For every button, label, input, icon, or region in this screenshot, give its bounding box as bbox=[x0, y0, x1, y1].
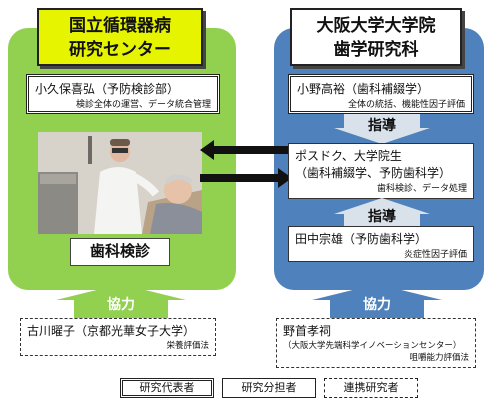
cooperation-label-right: 協力 bbox=[363, 297, 391, 313]
left-lead-box: 小久保喜弘（予防検診部） 検診全体の運営、データ統合管理 bbox=[26, 74, 220, 114]
member-name: 田中宗雄（予防歯科学） bbox=[295, 232, 428, 246]
dental-exam-illustration bbox=[38, 132, 202, 234]
right-collaborator-name: 野首孝祠 bbox=[283, 324, 332, 338]
member-box: 田中宗雄（予防歯科学） 炎症性因子評価 bbox=[288, 226, 474, 262]
dental-exam-photo bbox=[38, 132, 202, 234]
left-title-line1: 国立循環器病 bbox=[69, 16, 171, 36]
guidance-label-1: 指導 bbox=[368, 118, 396, 134]
cooperation-arrow-right bbox=[312, 284, 442, 318]
member-role: 炎症性因子評価 bbox=[403, 250, 467, 260]
right-title-line2: 歯学研究科 bbox=[333, 40, 419, 60]
right-lead-box: 小野高裕（歯科補綴学） 全体の統括、機能性因子評価 bbox=[288, 74, 474, 114]
exchange-arrows bbox=[200, 140, 292, 188]
left-lead-name: 小久保喜弘（予防検診部） bbox=[35, 82, 180, 96]
cooperation-label-left: 協力 bbox=[107, 297, 135, 313]
postdoc-role: 歯科検診、データ処理 bbox=[376, 184, 467, 194]
legend-representative: 研究代表者 bbox=[120, 378, 214, 398]
left-collaborator-name: 古川曜子（京都光華女子大学） bbox=[27, 324, 196, 338]
guidance-label-2: 指導 bbox=[368, 209, 396, 225]
left-collaborator-box: 古川曜子（京都光華女子大学） 栄養評価法 bbox=[20, 318, 216, 356]
legend-collaborating: 連携研究者 bbox=[324, 378, 418, 398]
left-title-line2: 研究センター bbox=[69, 40, 171, 60]
right-title-line1: 大阪大学大学院 bbox=[316, 16, 436, 36]
photo-caption: 歯科検診 bbox=[70, 238, 170, 266]
left-institution-header: 国立循環器病 研究センター bbox=[37, 8, 203, 66]
left-lead-role: 検診全体の運営、データ統合管理 bbox=[75, 100, 211, 110]
right-collaborator-role: 咀嚼能力評価法 bbox=[409, 353, 469, 363]
right-lead-name: 小野高裕（歯科補綴学） bbox=[297, 82, 430, 96]
arrow-right bbox=[200, 168, 292, 188]
postdoc-line1: ポスドク、大学院生 bbox=[295, 149, 402, 163]
right-lead-role: 全体の統括、機能性因子評価 bbox=[347, 100, 465, 110]
guidance-arrow-1 bbox=[334, 114, 430, 144]
right-collaborator-box: 野首孝祠 （大阪大学先端科学イノベーションセンター） 咀嚼能力評価法 bbox=[276, 318, 476, 368]
legend-co-investigator: 研究分担者 bbox=[222, 378, 316, 398]
cooperation-arrow-left bbox=[56, 284, 186, 318]
right-collaborator-affiliation: （大阪大学先端科学イノベーションセンター） bbox=[283, 341, 462, 351]
left-collaborator-role: 栄養評価法 bbox=[166, 341, 209, 351]
arrow-left bbox=[200, 140, 292, 160]
right-institution-header: 大阪大学大学院 歯学研究科 bbox=[290, 8, 462, 66]
postdoc-box: ポスドク、大学院生 （歯科補綴学、予防歯科学） 歯科検診、データ処理 bbox=[288, 143, 474, 199]
guidance-arrow-2 bbox=[334, 198, 430, 228]
postdoc-line2: （歯科補綴学、予防歯科学） bbox=[295, 166, 452, 180]
